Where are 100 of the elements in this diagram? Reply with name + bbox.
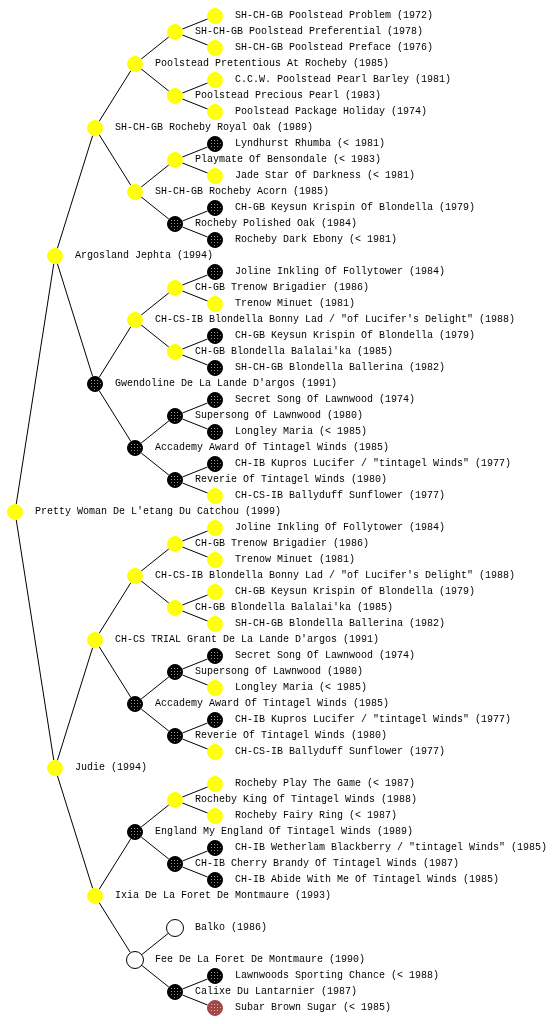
pedigree-line [98, 838, 132, 890]
pedigree-line [140, 708, 170, 732]
pedigree-line [181, 466, 209, 478]
dog-name-label: Reverie Of Tintagel Winds (1980) [195, 730, 388, 742]
pedigree-line [181, 18, 209, 30]
pedigree-line [140, 804, 170, 828]
pedigree-line [98, 70, 132, 122]
pedigree-line [140, 68, 170, 92]
dog-name-label: CH-GB Trenow Brigadier (1986) [195, 538, 370, 550]
pedigree-line [98, 646, 132, 698]
pedigree-line [56, 647, 94, 761]
dog-name-label: Poolstead Package Holiday (1974) [235, 106, 428, 118]
pedigree-line [181, 354, 209, 366]
dog-name-label: Accademy Award Of Tintagel Winds (1985) [155, 442, 390, 454]
pedigree-line [181, 402, 209, 414]
pedigree-line [181, 162, 209, 174]
pedigree-line [140, 324, 170, 348]
pedigree-line [98, 902, 131, 953]
dog-name-label: Longley Maria (< 1985) [235, 682, 368, 694]
dog-name-label: CH-CS-IB Blondella Bonny Lad / "of Lucifer's Delight" (1988) [155, 314, 516, 326]
pedigree-line [140, 196, 170, 220]
pedigree-line [140, 580, 170, 604]
dog-name-label: Trenow Minuet (1981) [235, 554, 356, 566]
pedigree-line [140, 164, 170, 188]
pedigree-line [181, 98, 209, 110]
pedigree-line [98, 134, 132, 186]
pedigree-line [141, 933, 169, 955]
pedigree-line [181, 530, 209, 542]
pedigree-line [181, 866, 209, 878]
pedigree-line [181, 210, 209, 222]
dog-name-label: C.C.W. Poolstead Pearl Barley (1981) [235, 74, 452, 86]
pedigree-line [56, 775, 94, 889]
dog-name-label: CH-IB Cherry Brandy Of Tintagel Winds (1987) [195, 858, 460, 870]
pedigree-line [181, 994, 209, 1006]
pedigree-line [140, 420, 170, 444]
dog-name-label: CH-GB Trenow Brigadier (1986) [195, 282, 370, 294]
pedigree-line [181, 274, 209, 286]
dog-name-label: CH-GB Blondella Balalai'ka (1985) [195, 346, 394, 358]
dog-name-label: SH-CH-GB Poolstead Problem (1972) [235, 10, 434, 22]
dog-name-label: Rocheby Fairy Ring (< 1987) [235, 810, 398, 822]
dog-name-label: CH-IB Kupros Lucifer / "tintagel Winds" (1977) [235, 458, 512, 470]
dog-name-label: Calixe Du Lantarnier (1987) [195, 986, 358, 998]
dog-name-label: Rocheby King Of Tintagel Winds (1988) [195, 794, 418, 806]
pedigree-line [56, 135, 94, 249]
dog-name-label: Playmate Of Bensondale (< 1983) [195, 154, 382, 166]
pedigree-line [181, 674, 209, 686]
pedigree-line [98, 326, 132, 378]
dog-name-label: Longley Maria (< 1985) [235, 426, 368, 438]
dog-name-label: England My England Of Tintagel Winds (1989) [155, 826, 414, 838]
dog-name-label: Joline Inkling Of Follytower (1984) [235, 266, 446, 278]
dog-name-label: Argosland Jephta (1994) [75, 250, 214, 262]
dog-name-label: Accademy Award Of Tintagel Winds (1985) [155, 698, 390, 710]
dog-name-label: CH-GB Blondella Balalai'ka (1985) [195, 602, 394, 614]
dog-name-label: Fee De La Foret De Montmaure (1990) [155, 954, 366, 966]
pedigree-line [140, 292, 170, 316]
pedigree-line [140, 836, 170, 860]
pedigree-line [181, 658, 209, 670]
pedigree-line [181, 338, 209, 350]
dog-name-label: Rocheby Polished Oak (1984) [195, 218, 358, 230]
pedigree-line [181, 978, 209, 990]
pedigree-line [141, 965, 170, 988]
dog-name-label: SH-CH-GB Blondella Ballerina (1982) [235, 618, 446, 630]
dog-name-label: Pretty Woman De L'etang Du Catchou (1999) [35, 506, 282, 518]
pedigree-line [98, 582, 132, 634]
dog-name-label: Trenow Minuet (1981) [235, 298, 356, 310]
pedigree-line [181, 290, 209, 302]
dog-name-label: Secret Song Of Lawnwood (1974) [235, 394, 416, 406]
pedigree-line [140, 36, 170, 60]
dog-name-label: Jade Star Of Darkness (< 1981) [235, 170, 416, 182]
pedigree-line [181, 786, 209, 798]
pedigree-line [181, 34, 209, 46]
pedigree-line [181, 546, 209, 558]
dog-name-label: Supersong Of Lawnwood (1980) [195, 666, 364, 678]
dog-name-label: Poolstead Pretentious At Rocheby (1985) [155, 58, 390, 70]
dog-name-label: Joline Inkling Of Follytower (1984) [235, 522, 446, 534]
pedigree-line [15, 519, 55, 761]
dog-name-label: SH-CH-GB Poolstead Preferential (1978) [195, 26, 424, 38]
dog-name-label: Lawnwoods Sporting Chance (< 1988) [235, 970, 440, 982]
dog-name-label: CH-GB Keysun Krispin Of Blondella (1979) [235, 202, 476, 214]
dog-name-label: Ixia De La Foret De Montmaure (1993) [115, 890, 332, 902]
pedigree-line [181, 738, 209, 750]
dog-name-label: Judie (1994) [75, 762, 147, 774]
pedigree-line [181, 722, 209, 734]
dog-name-label: CH-CS-IB Blondella Bonny Lad / "of Lucifer's Delight" (1988) [155, 570, 516, 582]
dog-name-label: CH-CS TRIAL Grant De La Lande D'argos (1991) [115, 634, 380, 646]
pedigree-line [181, 802, 209, 814]
pedigree-line [181, 610, 209, 622]
dog-name-label: CH-CS-IB Ballyduff Sunflower (1977) [235, 490, 446, 502]
dog-name-label: SH-CH-GB Rocheby Royal Oak (1989) [115, 122, 314, 134]
dog-name-label: Balko (1986) [195, 922, 267, 934]
dog-name-label: SH-CH-GB Rocheby Acorn (1985) [155, 186, 330, 198]
dog-name-label: Rocheby Play The Game (< 1987) [235, 778, 416, 790]
pedigree-line [56, 263, 94, 377]
dog-name-label: CH-CS-IB Ballyduff Sunflower (1977) [235, 746, 446, 758]
dog-name-label: CH-GB Keysun Krispin Of Blondella (1979) [235, 330, 476, 342]
dog-name-label: Subar Brown Sugar (< 1985) [235, 1002, 392, 1014]
dog-name-label: Poolstead Precious Pearl (1983) [195, 90, 382, 102]
pedigree-line [15, 263, 55, 505]
dog-name-label: Lyndhurst Rhumba (< 1981) [235, 138, 386, 150]
dog-name-label: CH-IB Wetherlam Blackberry / "tintagel Winds" (1985) [235, 842, 548, 854]
